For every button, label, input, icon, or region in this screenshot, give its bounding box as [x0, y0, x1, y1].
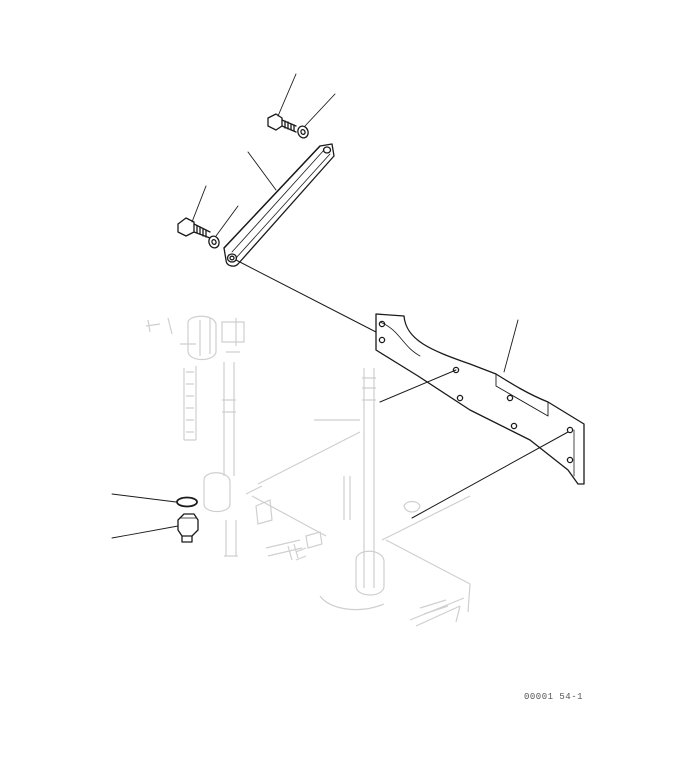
- mounting-bracket: [375, 313, 585, 485]
- leader-lower-bolt: [191, 185, 207, 223]
- leader-upper-washer: [304, 93, 336, 127]
- leader-plug-fitting: [111, 525, 179, 539]
- link-to-bracket-line: [235, 259, 377, 333]
- drawing-reference-number: 00001 54-1: [524, 692, 584, 702]
- plug-fitting: [177, 513, 199, 543]
- upper-bolt: [267, 113, 297, 133]
- foreground-parts: [111, 73, 585, 543]
- bracket-mount-line-lower: [411, 431, 569, 519]
- leader-upper-bolt: [277, 73, 297, 117]
- lower-bolt: [177, 217, 211, 239]
- o-ring: [176, 496, 198, 508]
- leader-link-arm: [247, 151, 277, 191]
- leader-bracket: [503, 319, 519, 373]
- link-arm: [223, 143, 335, 267]
- faint-background-assembly: [145, 315, 471, 627]
- bracket-mount-line-upper: [379, 369, 457, 403]
- lower-washer: [208, 235, 220, 249]
- upper-washer: [297, 125, 309, 139]
- leader-o-ring: [111, 493, 177, 503]
- leader-lower-washer: [215, 205, 239, 237]
